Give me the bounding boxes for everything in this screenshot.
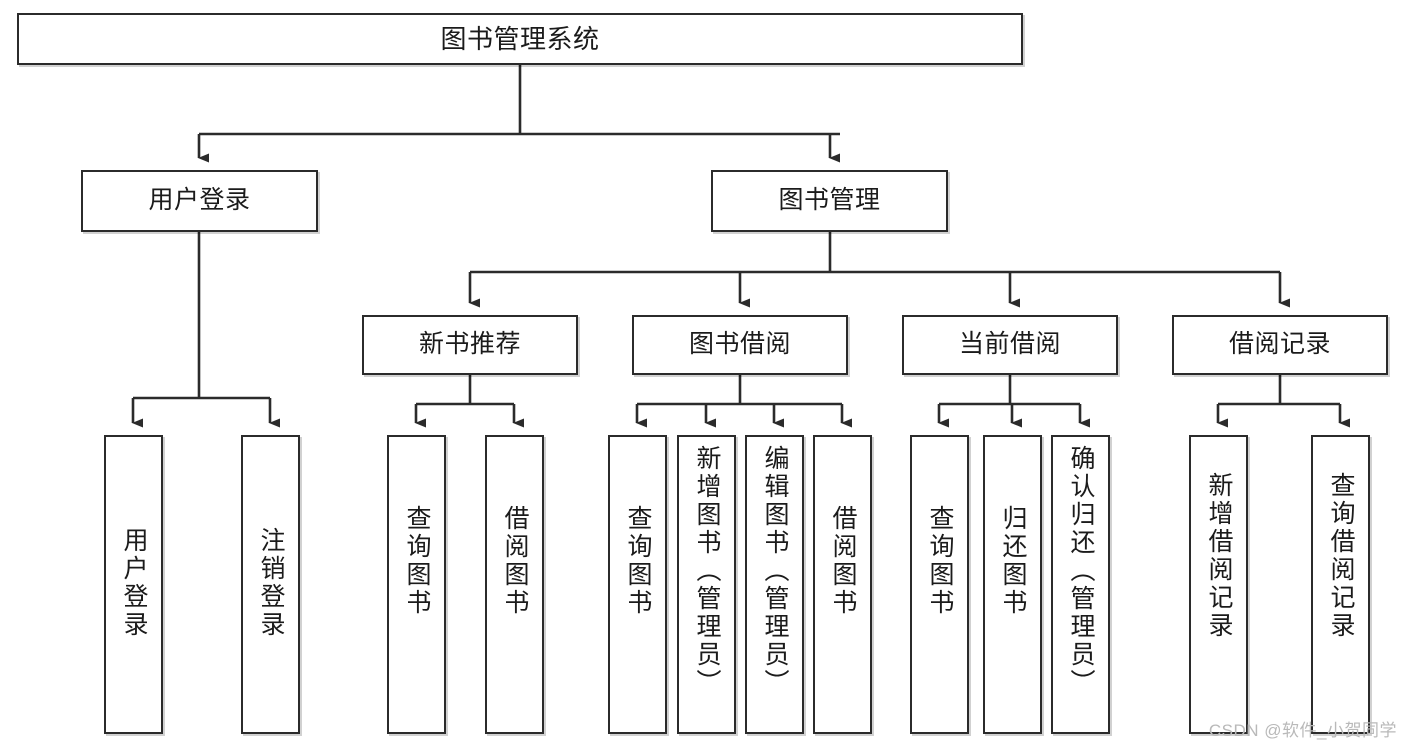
node-leaf-return-book[interactable]: 归还图书: [983, 435, 1042, 734]
node-leaf-borrow-book-1-label: 借阅图书: [501, 505, 529, 617]
node-leaf-confirm-return-admin-label: 确认归还（管理员）: [1067, 445, 1095, 697]
node-leaf-query-book-3[interactable]: 查询图书: [910, 435, 969, 734]
node-borrow-record-label: 借阅记录: [1228, 330, 1331, 359]
node-leaf-query-borrow-record[interactable]: 查询借阅记录: [1311, 435, 1370, 734]
node-leaf-query-book-3-label: 查询图书: [926, 505, 954, 617]
node-leaf-add-book-admin[interactable]: 新增图书（管理员）: [677, 435, 736, 734]
node-leaf-add-borrow-record[interactable]: 新增借阅记录: [1189, 435, 1248, 734]
node-leaf-borrow-book-2[interactable]: 借阅图书: [813, 435, 872, 734]
node-borrow-record[interactable]: 借阅记录: [1172, 315, 1388, 375]
node-leaf-add-book-admin-label: 新增图书（管理员）: [693, 445, 721, 697]
node-leaf-logout[interactable]: 注销登录: [241, 435, 300, 734]
node-leaf-edit-book-admin[interactable]: 编辑图书（管理员）: [745, 435, 804, 734]
node-root[interactable]: 图书管理系统: [17, 13, 1023, 65]
node-book-manage[interactable]: 图书管理: [711, 170, 948, 232]
node-leaf-add-borrow-record-label: 新增借阅记录: [1205, 472, 1233, 640]
node-leaf-query-book-1-label: 查询图书: [403, 505, 431, 617]
node-leaf-return-book-label: 归还图书: [999, 505, 1027, 617]
node-leaf-query-book-1[interactable]: 查询图书: [387, 435, 446, 734]
node-leaf-user-login[interactable]: 用户登录: [104, 435, 163, 734]
node-leaf-query-borrow-record-label: 查询借阅记录: [1327, 472, 1355, 640]
node-root-label: 图书管理系统: [440, 23, 600, 54]
node-leaf-query-book-2[interactable]: 查询图书: [608, 435, 667, 734]
node-book-manage-label: 图书管理: [778, 186, 881, 215]
node-book-borrow-label: 图书借阅: [688, 330, 791, 359]
node-new-book-recommend-label: 新书推荐: [418, 330, 521, 359]
node-leaf-confirm-return-admin[interactable]: 确认归还（管理员）: [1051, 435, 1110, 734]
node-leaf-edit-book-admin-label: 编辑图书（管理员）: [761, 445, 789, 697]
node-book-borrow[interactable]: 图书借阅: [632, 315, 848, 375]
node-user-login-label: 用户登录: [148, 186, 251, 215]
node-new-book-recommend[interactable]: 新书推荐: [362, 315, 578, 375]
node-leaf-query-book-2-label: 查询图书: [624, 505, 652, 617]
node-leaf-borrow-book-1[interactable]: 借阅图书: [485, 435, 544, 734]
node-leaf-user-login-label: 用户登录: [120, 527, 148, 639]
node-current-borrow[interactable]: 当前借阅: [902, 315, 1118, 375]
node-current-borrow-label: 当前借阅: [958, 330, 1061, 359]
node-leaf-logout-label: 注销登录: [257, 527, 285, 639]
node-user-login[interactable]: 用户登录: [81, 170, 318, 232]
node-leaf-borrow-book-2-label: 借阅图书: [829, 505, 857, 617]
